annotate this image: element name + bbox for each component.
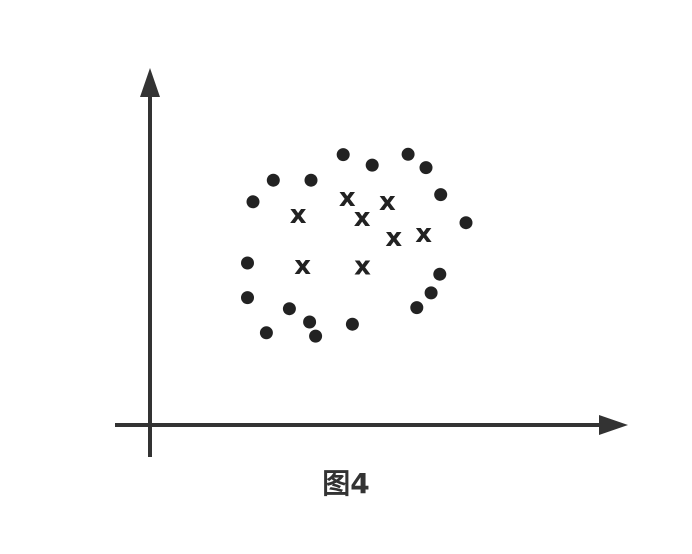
dot-point-2 xyxy=(365,158,379,172)
cross-point-3: x xyxy=(354,203,371,233)
cross-point-7: x xyxy=(294,251,311,281)
dot-point-5 xyxy=(304,173,318,187)
dot-point-11 xyxy=(241,291,254,305)
cross-point-6: x xyxy=(385,223,402,253)
dot-points xyxy=(241,147,473,343)
figure-caption: 图4 xyxy=(322,467,370,500)
dot-point-6 xyxy=(266,173,280,187)
dot-point-8 xyxy=(434,188,448,202)
dot-point-15 xyxy=(309,329,323,343)
dot-point-4 xyxy=(419,161,433,175)
dot-point-7 xyxy=(246,195,260,209)
axes xyxy=(115,68,628,457)
dot-point-18 xyxy=(424,286,438,300)
y-axis-arrowhead xyxy=(140,68,160,97)
dot-point-19 xyxy=(433,267,447,281)
dot-point-9 xyxy=(459,216,473,230)
dot-point-17 xyxy=(410,301,424,315)
cross-point-2: x xyxy=(339,183,356,213)
x-axis-arrowhead xyxy=(599,415,628,435)
cross-point-4: x xyxy=(379,187,396,217)
cross-point-8: x xyxy=(354,252,371,282)
dot-point-13 xyxy=(303,315,317,329)
cross-point-1: x xyxy=(290,200,307,230)
dot-point-10 xyxy=(241,256,254,270)
dot-point-16 xyxy=(345,317,359,331)
dot-point-1 xyxy=(336,148,350,162)
dot-point-14 xyxy=(259,326,273,340)
cross-point-5: x xyxy=(415,219,432,249)
dot-point-12 xyxy=(282,302,296,316)
dot-point-3 xyxy=(401,147,415,161)
